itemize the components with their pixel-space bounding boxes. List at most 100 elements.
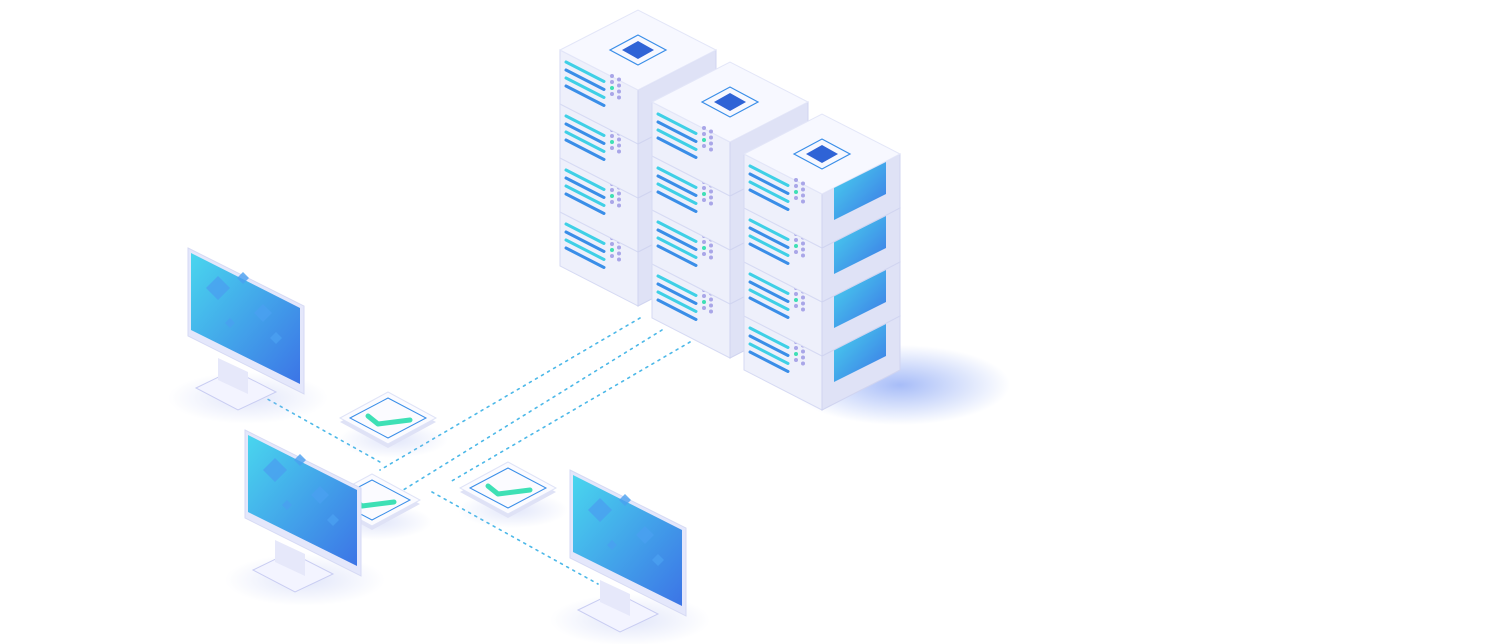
server-drive-stripe [564, 238, 606, 261]
cube-icon [225, 318, 235, 328]
server-led [610, 92, 614, 96]
server-led [610, 242, 614, 246]
cube-icon [636, 526, 654, 544]
check-card [338, 391, 448, 458]
server-side-screen [834, 216, 886, 274]
card-face [458, 461, 558, 515]
dotted-connection-line [379, 317, 641, 471]
server-led [709, 195, 713, 200]
monitor-stand [275, 540, 305, 576]
server-drive-stripe [748, 188, 790, 211]
server-drive-stripe [656, 298, 698, 321]
server-led [610, 194, 614, 198]
chip-icon [622, 41, 654, 59]
server-led [617, 137, 621, 142]
card-outline [348, 397, 428, 439]
server-led [801, 349, 805, 354]
server-led [610, 86, 614, 90]
server-drive-stripe [564, 122, 606, 145]
monitor [168, 247, 328, 424]
monitors [168, 247, 710, 644]
card-outline [468, 467, 548, 509]
server-led [617, 245, 621, 250]
server-led [794, 196, 798, 200]
server-led [610, 254, 614, 258]
server-led [702, 300, 706, 304]
chip-icon [714, 93, 746, 111]
server-led [610, 146, 614, 150]
server-led [702, 306, 706, 310]
cube-icon [282, 500, 292, 510]
server-drive-stripe [656, 282, 698, 305]
server-drive-stripe [564, 230, 606, 253]
checkmark-icon [485, 483, 533, 497]
server-led [702, 144, 706, 148]
server-led [709, 201, 713, 206]
server-drive-stripe [656, 190, 698, 213]
server-led [709, 189, 713, 194]
chip-outline [608, 34, 668, 66]
server-led [610, 188, 614, 192]
server-drive-stripe [656, 182, 698, 205]
server-drive-stripe [564, 168, 606, 191]
server-drive-stripe [748, 242, 790, 265]
server-led [617, 83, 621, 88]
server-drive-stripe [748, 296, 790, 319]
server-led [794, 358, 798, 362]
server-column [742, 113, 902, 411]
server-led [610, 140, 614, 144]
server-drive-stripe [656, 290, 698, 313]
server-led [801, 307, 805, 312]
chip-icon [806, 145, 838, 163]
server-led [617, 203, 621, 208]
server-led [702, 294, 706, 298]
server-drive-stripe [564, 138, 606, 161]
cube-icon [237, 272, 249, 284]
server-drive-stripe [748, 164, 790, 187]
server-led [794, 178, 798, 182]
server-led [794, 190, 798, 194]
server-led [617, 143, 621, 148]
server-led [801, 355, 805, 360]
server-drive-stripe [656, 220, 698, 243]
server-led [801, 361, 805, 366]
server-led [801, 193, 805, 198]
server-led [801, 187, 805, 192]
server-led [709, 129, 713, 134]
server-led [794, 346, 798, 350]
server-drive-stripe [656, 274, 698, 297]
server-drive-stripe [564, 130, 606, 153]
server-led [617, 149, 621, 154]
server-side-screen [834, 324, 886, 382]
server-led [702, 198, 706, 202]
server-led [610, 80, 614, 84]
server-drive-stripe [748, 334, 790, 357]
server-drive-stripe [748, 180, 790, 203]
server-led [794, 238, 798, 242]
server-led [702, 240, 706, 244]
cube-icon [588, 498, 612, 522]
server-drive-stripe [748, 350, 790, 373]
server-led [617, 197, 621, 202]
server-led [617, 257, 621, 262]
server-led [794, 304, 798, 308]
server-racks [558, 9, 902, 411]
server-drive-stripe [748, 272, 790, 295]
server-led [709, 141, 713, 146]
server-led [794, 352, 798, 356]
cube-icon [206, 276, 230, 300]
server-led [794, 292, 798, 296]
server-led [709, 147, 713, 152]
server-unit [742, 113, 902, 249]
server-led [709, 243, 713, 248]
cube-icon [254, 304, 272, 322]
server-led [702, 126, 706, 130]
server-led [801, 181, 805, 186]
server-led [801, 241, 805, 246]
cube-icon [263, 458, 287, 482]
server-led [610, 134, 614, 138]
cube-icon [619, 494, 631, 506]
server-led [801, 247, 805, 252]
server-led [610, 248, 614, 252]
server-drive-stripe [656, 174, 698, 197]
